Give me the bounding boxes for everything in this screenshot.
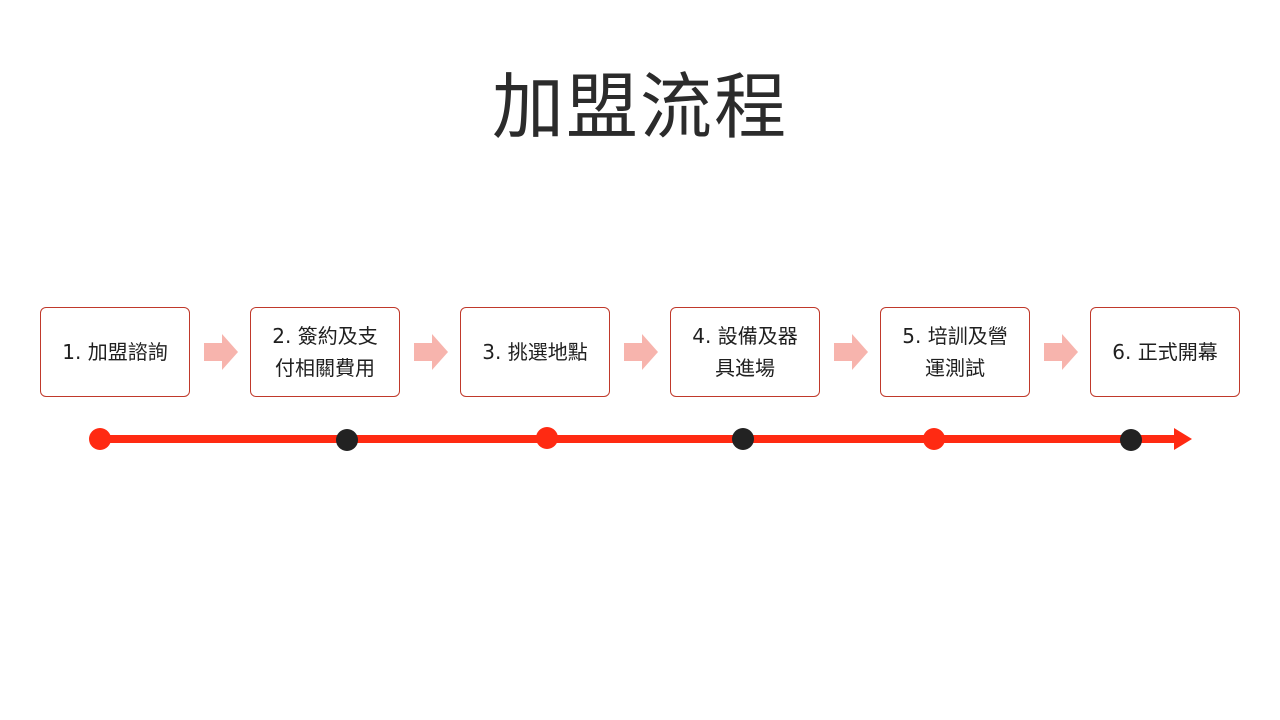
step-label-1: 1. 加盟諮詢 — [62, 340, 168, 364]
step-label-6: 6. 正式開幕 — [1112, 340, 1218, 364]
step-label-5: 5. 培訓及營運測試 — [902, 324, 1008, 380]
step-box-1: 1. 加盟諮詢 — [40, 307, 190, 397]
step-box-3: 3. 挑選地點 — [460, 307, 610, 397]
step-arrow-icon — [1044, 334, 1078, 370]
timeline-dot-red — [536, 427, 558, 449]
step-arrow-icon — [834, 334, 868, 370]
step-label-2: 2. 簽約及支付相關費用 — [272, 324, 378, 380]
timeline-dot-red — [89, 428, 111, 450]
timeline-dot-red — [923, 428, 945, 450]
page-title: 加盟流程 — [491, 65, 788, 149]
step-arrow-icon — [204, 334, 238, 370]
step-label-3: 3. 挑選地點 — [482, 340, 588, 364]
step-box-2: 2. 簽約及支付相關費用 — [250, 307, 400, 397]
step-arrow-icon — [624, 334, 658, 370]
timeline-arrowhead-icon — [1174, 428, 1192, 450]
timeline-dot-dark — [732, 428, 754, 450]
step-box-4: 4. 設備及器具進場 — [670, 307, 820, 397]
timeline-dot-dark — [1120, 429, 1142, 451]
step-label-4: 4. 設備及器具進場 — [692, 324, 798, 380]
step-box-6: 6. 正式開幕 — [1090, 307, 1240, 397]
step-arrow-icon — [414, 334, 448, 370]
step-box-5: 5. 培訓及營運測試 — [880, 307, 1030, 397]
timeline-dot-dark — [336, 429, 358, 451]
